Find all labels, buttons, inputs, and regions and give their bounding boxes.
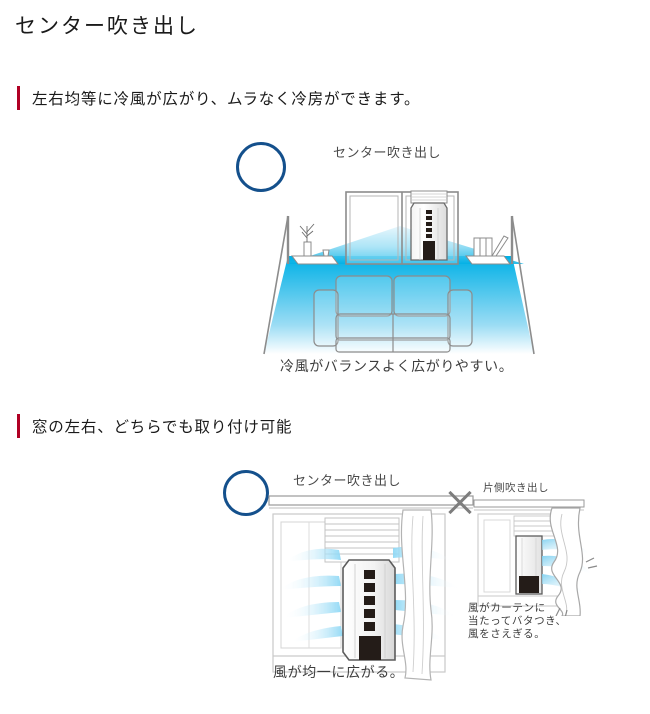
figure-2-bad-label: 片側吹き出し: [483, 482, 549, 494]
figure-1-label: センター吹き出し: [333, 145, 442, 160]
room-illustration: [263, 190, 535, 355]
figure-window-install: センター吹き出し: [215, 466, 640, 706]
figure-2-bad-caption-line-1: 風がカーテンに: [468, 602, 546, 614]
figure-1-caption: 冷風がバランスよく広がりやすい。: [280, 358, 514, 374]
section-heading-1-text: 左右均等に冷風が広がり、ムラなく冷房ができます。: [32, 91, 421, 108]
circle-outline-icon: [223, 470, 269, 516]
window-center-blow-illustration: [268, 495, 474, 681]
figure-2-bad-caption: 風がカーテンに 当たってバタつき、 風をさえぎる。: [468, 602, 567, 641]
circle-outline-icon: [236, 142, 286, 192]
page-title: センター吹き出し: [15, 14, 199, 38]
figure-2-good-caption: 風が均一に広がる。: [273, 664, 405, 680]
figure-2-bad-caption-line-3: 風をさえぎる。: [468, 628, 546, 640]
window-side-blow-illustration: [473, 499, 598, 616]
section-heading-1: 左右均等に冷風が広がり、ムラなく冷房ができます。: [17, 86, 420, 110]
figure-2-bad-caption-line-2: 当たってバタつき、: [468, 615, 567, 627]
figure-center-blow-room: センター吹き出し: [228, 134, 568, 380]
figure-2-good-label: センター吹き出し: [293, 473, 402, 488]
section-heading-2: 窓の左右、どちらでも取り付け可能: [17, 414, 292, 438]
section-heading-2-text: 窓の左右、どちらでも取り付け可能: [32, 419, 293, 436]
